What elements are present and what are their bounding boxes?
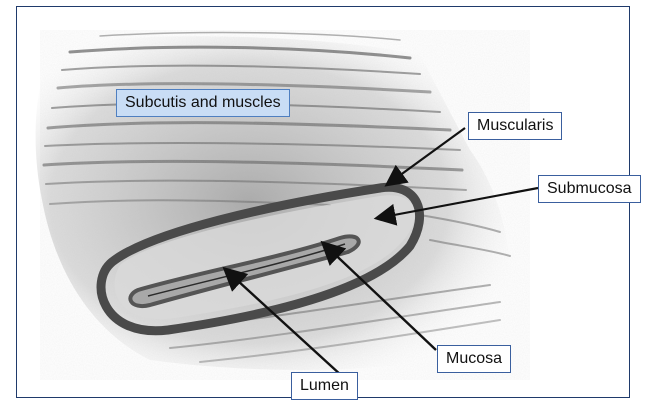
label-muscularis: Muscularis	[468, 112, 562, 140]
label-mucosa: Mucosa	[437, 345, 511, 373]
label-submucosa: Submucosa	[538, 175, 641, 203]
label-subcutis-and-muscles: Subcutis and muscles	[116, 89, 290, 117]
label-lumen: Lumen	[291, 372, 358, 400]
